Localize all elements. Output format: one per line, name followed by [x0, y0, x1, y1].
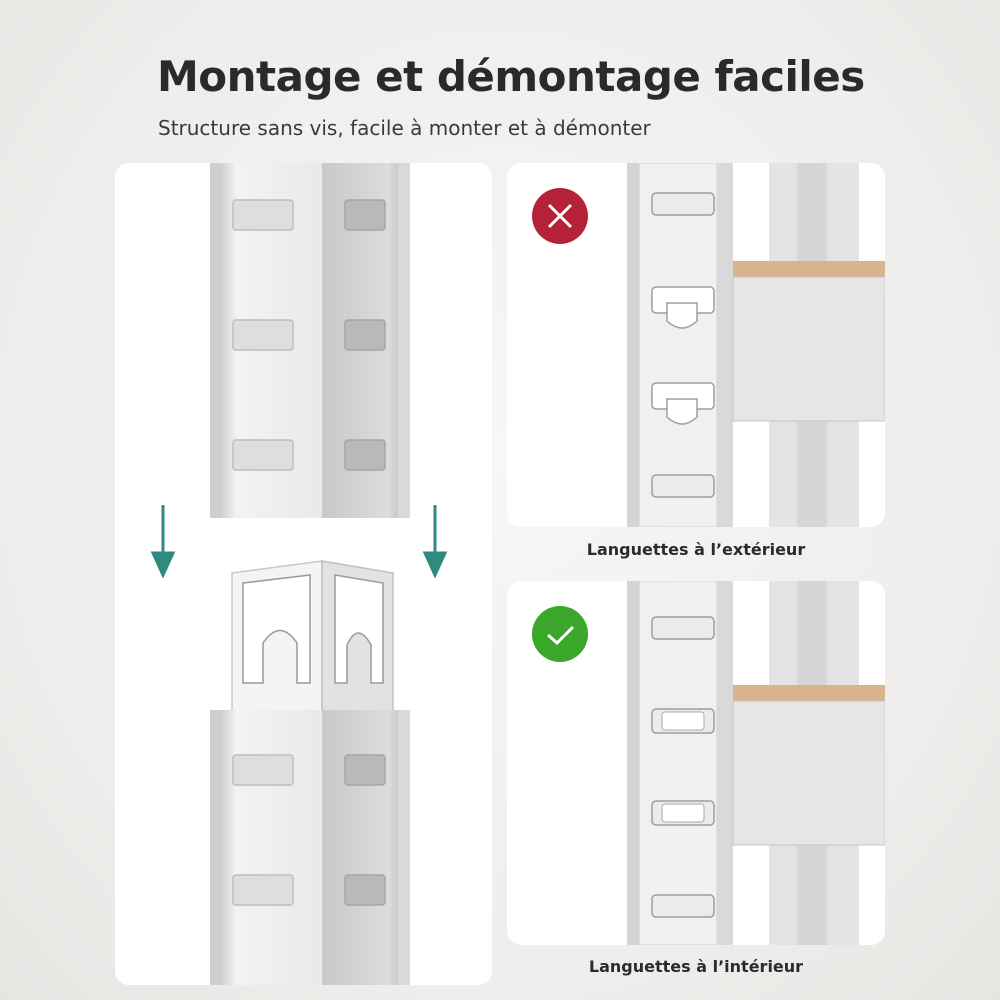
post-assembly-illustration — [150, 163, 448, 985]
page-subtitle: Structure sans vis, facile à monter et à… — [158, 116, 651, 140]
wood-shelf — [733, 261, 885, 277]
wrong-orientation-panel — [507, 163, 885, 527]
down-arrow-right-icon — [422, 505, 448, 579]
cross-icon — [532, 188, 588, 244]
tabs-outside-illustration — [627, 163, 885, 527]
down-arrow-left-icon — [150, 505, 176, 579]
upper-post — [210, 163, 410, 518]
page-title: Montage et démontage faciles — [157, 52, 865, 101]
check-icon — [532, 606, 588, 662]
wrong-orientation-caption: Languettes à l’extérieur — [586, 540, 806, 559]
tabs-inside-illustration — [627, 581, 885, 945]
correct-orientation-caption: Languettes à l’intérieur — [588, 957, 804, 976]
assembly-illustration-panel — [115, 163, 492, 985]
correct-orientation-panel — [507, 581, 885, 945]
wood-shelf — [733, 685, 885, 701]
post-connector — [231, 560, 394, 716]
lower-post — [210, 710, 410, 985]
